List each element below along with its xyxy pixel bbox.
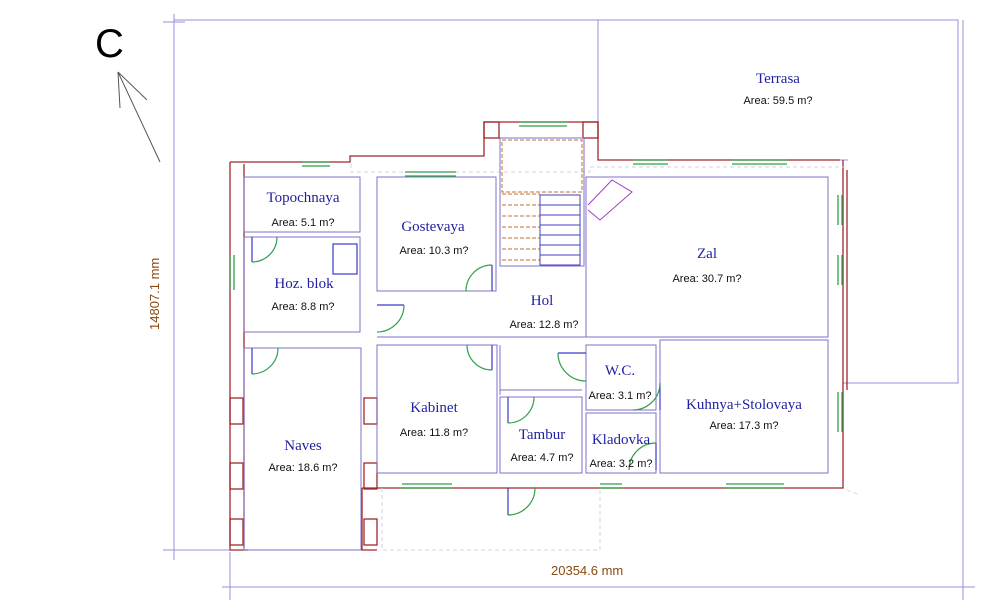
room-area-wc: Area: 3.1 m? (589, 390, 652, 402)
room-area-topochnaya: Area: 5.1 m? (272, 217, 335, 229)
room-area-zal: Area: 30.7 m? (672, 273, 741, 285)
dimension-lines (163, 14, 975, 600)
room-area-tambur: Area: 4.7 m? (511, 452, 574, 464)
room-area-gostevaya: Area: 10.3 m? (399, 245, 468, 257)
door-gostevaya (465, 264, 493, 292)
room-area-kabinet: Area: 11.8 m? (400, 427, 468, 439)
room-area-terrasa: Area: 59.5 m? (743, 95, 812, 107)
door-tambur (507, 396, 535, 424)
compass-arrow-head-left (117, 71, 121, 109)
chimney-shaft (332, 243, 358, 275)
room-area-hoz-blok: Area: 8.8 m? (272, 301, 335, 313)
room-name-gostevaya: Gostevaya (401, 219, 465, 235)
door-kabinet (466, 344, 493, 371)
room-area-kuhnya: Area: 17.3 m? (709, 420, 778, 432)
room-name-hoz-blok: Hoz. blok (274, 276, 334, 292)
room-name-kladovka: Kladovka (592, 432, 651, 448)
room-name-naves: Naves (284, 438, 322, 454)
room-area-kladovka: Area: 3.2 m? (590, 458, 653, 470)
width-dimension-label: 20354.6 mm (551, 563, 623, 578)
room-name-topochnaya: Topochnaya (266, 190, 339, 206)
doors (251, 236, 661, 516)
north-compass: C (95, 22, 161, 163)
room-name-kuhnya: Kuhnya+Stolovaya (686, 397, 802, 413)
room-name-zal: Zal (697, 246, 717, 262)
room-area-hol: Area: 12.8 m? (509, 319, 578, 331)
dashed-outlines (350, 157, 861, 551)
compass-arrow-shaft (117, 71, 161, 163)
door-hoz-blok (251, 236, 278, 263)
height-dimension-label: 14807.1 mm (147, 258, 162, 330)
room-labels: Terrasa Area: 59.5 m? Topochnaya Area: 5… (266, 71, 812, 474)
room-name-kabinet: Kabinet (410, 400, 458, 416)
door-entrance (507, 487, 536, 516)
door-kuhnya (632, 382, 661, 411)
door-wc (557, 352, 587, 382)
compass-arrow-head-right (117, 71, 148, 101)
door-hol-west (376, 304, 405, 333)
staircase (501, 139, 583, 266)
room-name-terrasa: Terrasa (756, 71, 800, 87)
compass-letter: C (95, 22, 124, 66)
room-area-naves: Area: 18.6 m? (268, 462, 337, 474)
door-kladovka (628, 442, 657, 471)
exterior-walls (229, 121, 848, 551)
room-name-tambur: Tambur (519, 427, 565, 443)
room-name-wc: W.C. (605, 363, 635, 379)
door-naves (251, 347, 279, 375)
zal-corner-detail (587, 179, 633, 221)
room-name-hol: Hol (531, 293, 554, 309)
windows (229, 121, 843, 489)
